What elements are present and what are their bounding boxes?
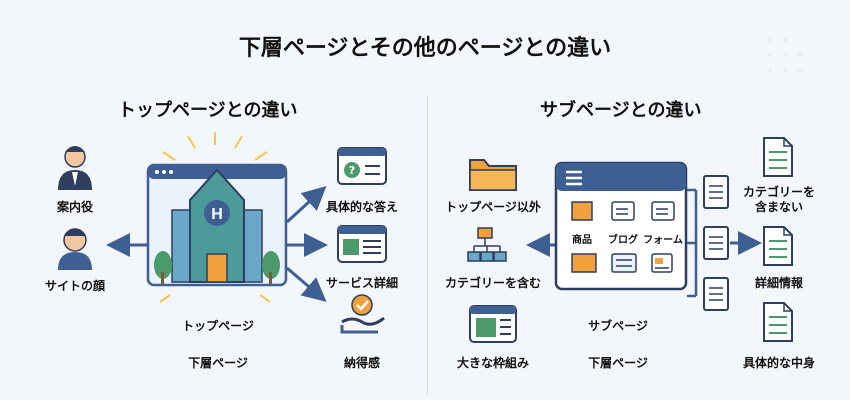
top-page-label: トップページ xyxy=(182,319,254,333)
item-detail-info: 詳細情報 xyxy=(754,276,804,290)
grid-label-form: フォーム xyxy=(643,235,683,246)
page-title: 下層ページとその他のページとの違い xyxy=(238,36,612,61)
guide-person-icon xyxy=(58,146,92,190)
document-bracket xyxy=(687,188,698,298)
left-heading: トップページとの違い xyxy=(118,100,298,121)
lower-page-label-left: 下層ページ xyxy=(188,356,248,370)
item-big-framework: 大きな枠組み xyxy=(456,356,530,370)
svg-text:?: ? xyxy=(349,164,355,177)
section-divider xyxy=(427,95,428,395)
person-label-guide: 案内役 xyxy=(56,200,94,214)
speech-bubble-icon: ? xyxy=(337,147,387,185)
hospital-building-icon: H xyxy=(154,168,280,284)
sitemap-icon xyxy=(467,227,507,262)
item-satisfaction: 納得感 xyxy=(343,356,381,370)
item-service-detail: サービス詳細 xyxy=(325,276,399,290)
document-icon xyxy=(703,175,729,311)
sub-page-label: サブページ xyxy=(588,319,648,333)
handshake-check-icon xyxy=(340,294,385,334)
item-concrete-answer: 具体的な答え xyxy=(325,200,399,214)
right-heading: サブページとの違い xyxy=(540,100,702,121)
lower-page-label-right: 下層ページ xyxy=(588,356,648,370)
item-non-top-page: トップページ以外 xyxy=(445,200,541,214)
item-contains-category: カテゴリーを含む xyxy=(444,276,542,290)
item-no-category: カテゴリーを 含まない xyxy=(742,185,816,214)
item-concrete-content: 具体的な中身 xyxy=(742,356,816,370)
folder-icon xyxy=(469,159,517,191)
layout-icon xyxy=(469,305,517,343)
svg-text:H: H xyxy=(211,206,223,223)
browser-window-icon xyxy=(554,161,688,291)
glow-rays xyxy=(159,132,271,303)
grid-label-product: 商品 xyxy=(572,235,592,246)
document-icon xyxy=(763,137,793,342)
person-label-face: サイトの顔 xyxy=(44,279,106,293)
grid-label-blog: ブログ xyxy=(608,235,638,246)
web-page-icon xyxy=(337,225,387,263)
face-person-icon xyxy=(58,228,92,270)
